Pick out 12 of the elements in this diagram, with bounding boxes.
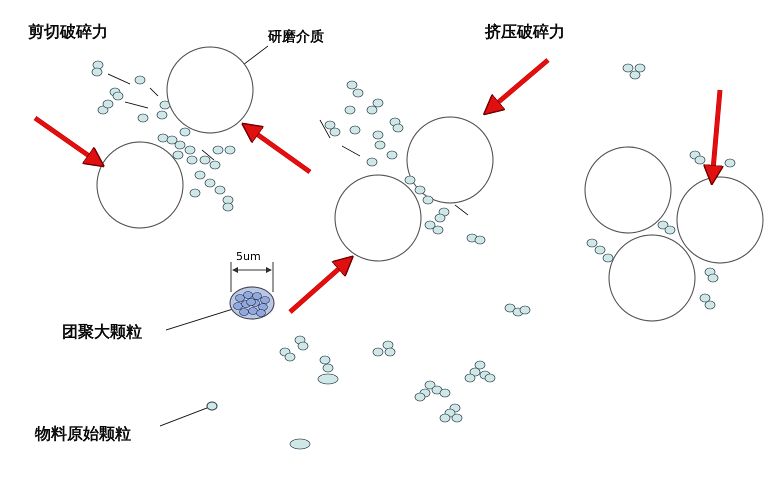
agglomerate-particle <box>229 286 275 320</box>
grinding-ball <box>166 46 254 134</box>
leader-line <box>244 46 268 64</box>
raw-particle <box>206 401 218 411</box>
leader-line <box>166 308 232 330</box>
part-label: 物料原始颗粒 <box>35 424 131 445</box>
force-label: 剪切破碎力 <box>28 22 108 43</box>
force-label: 挤压破碎力 <box>485 22 565 43</box>
part-label: 研磨介质 <box>268 28 324 46</box>
dimension-label: 5um <box>236 250 261 263</box>
part-label: 团聚大颗粒 <box>62 322 142 343</box>
leader-line <box>160 407 208 426</box>
